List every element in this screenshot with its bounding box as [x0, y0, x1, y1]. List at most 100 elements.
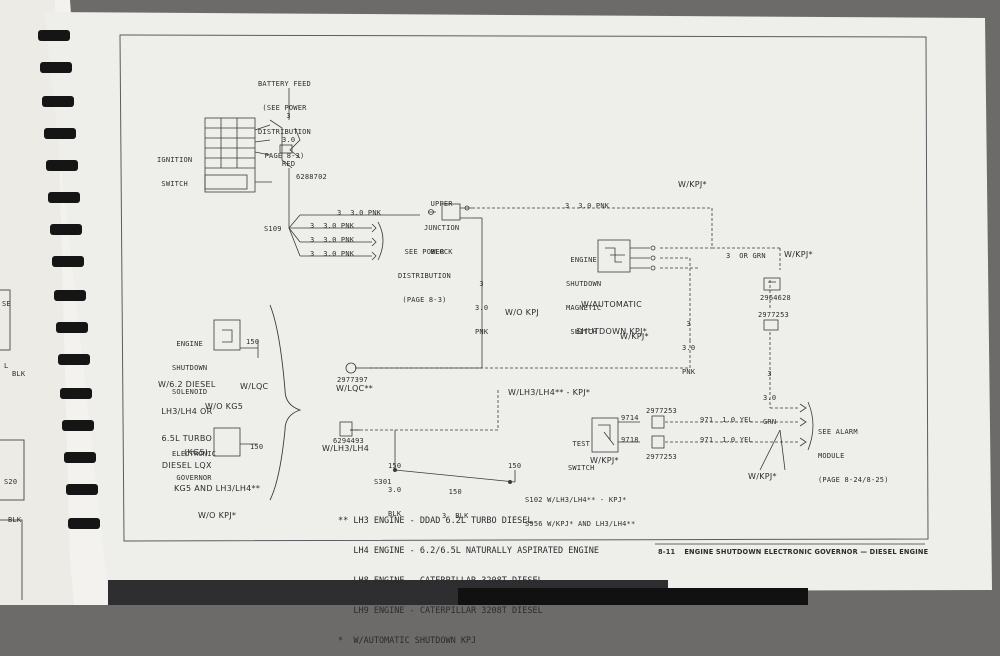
magnetic-switch-line-1: ENGINE [570, 256, 597, 264]
engine-solenoid-line-1: ENGINE [176, 340, 203, 348]
see-alarm-line-1: SEE ALARM [818, 428, 858, 436]
splice-s301-label: S301 [374, 478, 392, 486]
kg5-note: KG5 AND LH3/LH4** W/O KPJ* [174, 466, 260, 529]
or-wire-label: 3 OR GRN [726, 252, 766, 260]
w62-diesel-label: W/6.2 DIESEL LH3/LH4 OR 6.5L TURBO DIESE… [158, 362, 216, 479]
pnk-vertical-color: PNK [475, 328, 489, 336]
kg5-governor [213, 427, 241, 457]
part-2977397-label: 2977397 [337, 376, 368, 384]
battery-feed-label: BATTERY FEED (SEE POWER DISTRIBUTION PAG… [258, 64, 311, 168]
pnk-vertical-gauge: 3.0 [475, 304, 489, 312]
left-page-fragment-5: BLK [8, 516, 22, 524]
vert-wire-mid-color: PNK [682, 368, 696, 376]
wire-150-bottom-circuit: 150 [448, 488, 462, 496]
w62-diesel-line-1: W/6.2 DIESEL [158, 380, 216, 389]
test-switch-label: TEST SWITCH [568, 424, 595, 480]
magnetic-switch-line-2: SHUTDOWN [566, 280, 602, 288]
vert-wire-mid-circuit: 3 [686, 320, 691, 328]
wo-kpj-label: W/O KPJ [505, 308, 539, 317]
feed-wire-4: 3 3.0 PNK [310, 250, 355, 258]
circuit-150-label-3: 150 [508, 462, 522, 470]
wlh3-top-label: W/LH3/LH4** - KPJ* [508, 388, 591, 397]
electronic-governor-label: ELECTRONIC GOVERNOR [172, 434, 216, 490]
solid-wiring [240, 217, 516, 483]
see-alarm-line-2: MODULE [818, 452, 845, 460]
pnk-vertical-label: 3 3.0 PNK [475, 264, 488, 344]
brace [269, 304, 302, 501]
engine-note-1: ** LH3 ENGINE - DDAD 6.2L TURBO DIESEL [338, 516, 533, 526]
left-page-fragment-1: SE [2, 300, 11, 308]
wlh3-label: W/LH3/LH4 [322, 444, 370, 453]
vert-wire-right-color: GRN [763, 418, 777, 426]
diagram-border [119, 34, 929, 542]
see-alarm-label: SEE ALARM MODULE (PAGE 8-24/8-25) [818, 412, 889, 492]
lamp-part-1: 2977253 [646, 407, 677, 415]
upper-junction-line-1: UPPER [430, 200, 453, 208]
engine-note-4: LH9 ENGINE - CATERPILLAR 3208T DIESEL [338, 606, 543, 616]
auto-shutdown-label: W/AUTOMATIC SHUTDOWN KPJ* [576, 282, 647, 345]
circuit-150-label-1: 150 [246, 338, 260, 346]
right-page [44, 12, 992, 592]
wire-150-bottom-gauge: 3 BLK [442, 512, 469, 520]
engine-note-5: * W/AUTOMATIC SHUTDOWN KPJ [338, 636, 477, 646]
upper-junction-label: UPPER JUNCTION BLOCK [424, 184, 459, 264]
left-page-inner [0, 0, 74, 605]
wire-150-blk-color: BLK [388, 510, 402, 518]
feed-wire-2: 3 3.0 PNK [310, 222, 355, 230]
w62-diesel-line-4: DIESEL LQX [161, 461, 212, 470]
upper-junction-line-2: JUNCTION [424, 224, 460, 232]
wo-kg5-label: W/O KG5 [205, 402, 244, 411]
splice-s109-label: S109 [264, 225, 282, 233]
magnetic-switch-line-4: SWITCH [570, 328, 597, 336]
battery-feed-line-3: DISTRIBUTION [258, 128, 311, 136]
splice-s102 [508, 480, 512, 484]
engine-notes: ** LH3 ENGINE - DDAD 6.2L TURBO DIESEL L… [338, 496, 599, 656]
s102-note-line-2: S956 W/KPJ* AND LH3/LH4** [525, 520, 636, 528]
electronic-governor-line-2: GOVERNOR [176, 474, 212, 482]
left-page-fragment-2: L [4, 362, 9, 370]
part-6294493-label: 6294493 [333, 437, 364, 445]
ignition-switch-label: IGNITION SWITCH [157, 140, 192, 196]
see-power-line-2: DISTRIBUTION [398, 272, 451, 280]
ignition-part-number: 6288702 [296, 173, 327, 181]
dashed-wiring [350, 207, 800, 443]
left-page-fragments [0, 289, 25, 600]
engine-solenoid-line-2: SHUTDOWN [172, 364, 208, 372]
vert-wire-right-circuit: 3 [767, 370, 772, 378]
left-page-fragment-4: S20 [4, 478, 18, 486]
upper-junction-line-3: BLOCK [430, 248, 453, 256]
electronic-governor-line-1: ELECTRONIC [172, 450, 217, 458]
ignition-switch-line-1: IGNITION [157, 156, 193, 164]
connector-2977253-label: 2977253 [758, 311, 789, 319]
wlqc-side-label: W/LQC [240, 382, 269, 391]
see-power-line-3: (PAGE 8-3) [402, 296, 447, 304]
lqc-connector [345, 362, 357, 374]
vert-wire-mid-label: 3 3.0 PNK [682, 304, 695, 384]
kg5-label: (KG5) [184, 448, 209, 457]
ignition-wire-gauge: 3.0 [282, 136, 296, 144]
test-switch [591, 417, 640, 453]
wiring [288, 214, 420, 261]
ignition-switch [204, 117, 272, 193]
magnetic-switch-label: ENGINE SHUTDOWN MAGNETIC SWITCH [566, 240, 601, 344]
see-power-line-1: SEE POWER [404, 248, 445, 256]
circuit-150-label-2: 150 [250, 443, 264, 451]
page-title: ENGINE SHUTDOWN ELECTRONIC GOVERNOR — DI… [684, 548, 929, 556]
book-photo [0, 0, 992, 605]
vert-wire-right-label: 3 3.0 GRN [763, 354, 776, 434]
ignition-switch-line-2: SWITCH [161, 180, 188, 188]
w62-diesel-line-2: LH3/LH4 OR [161, 407, 213, 416]
alarm-module-connector [759, 401, 814, 471]
s102-notes: S102 W/LH3/LH4** - KPJ* S956 W/KPJ* AND … [525, 480, 635, 536]
splice-s301 [393, 468, 397, 472]
pnk-vertical-circuit: 3 [479, 280, 484, 288]
s102-note-line-1: S102 W/LH3/LH4** - KPJ* [525, 496, 627, 504]
wlqc-label: W/LQC** [336, 384, 374, 393]
ignition-wire-color: RED [282, 160, 296, 168]
wire-150-blk-gauge: 3.0 [388, 486, 402, 494]
book-edge-dark [458, 588, 808, 605]
engine-solenoid-line-3: SOLENOID [172, 388, 208, 396]
vert-wire-right-gauge: 3.0 [763, 394, 777, 402]
wkpj-mid-label: W/KPJ* [620, 332, 649, 341]
top-wire-label: 3 3.0 PNK [565, 202, 610, 210]
